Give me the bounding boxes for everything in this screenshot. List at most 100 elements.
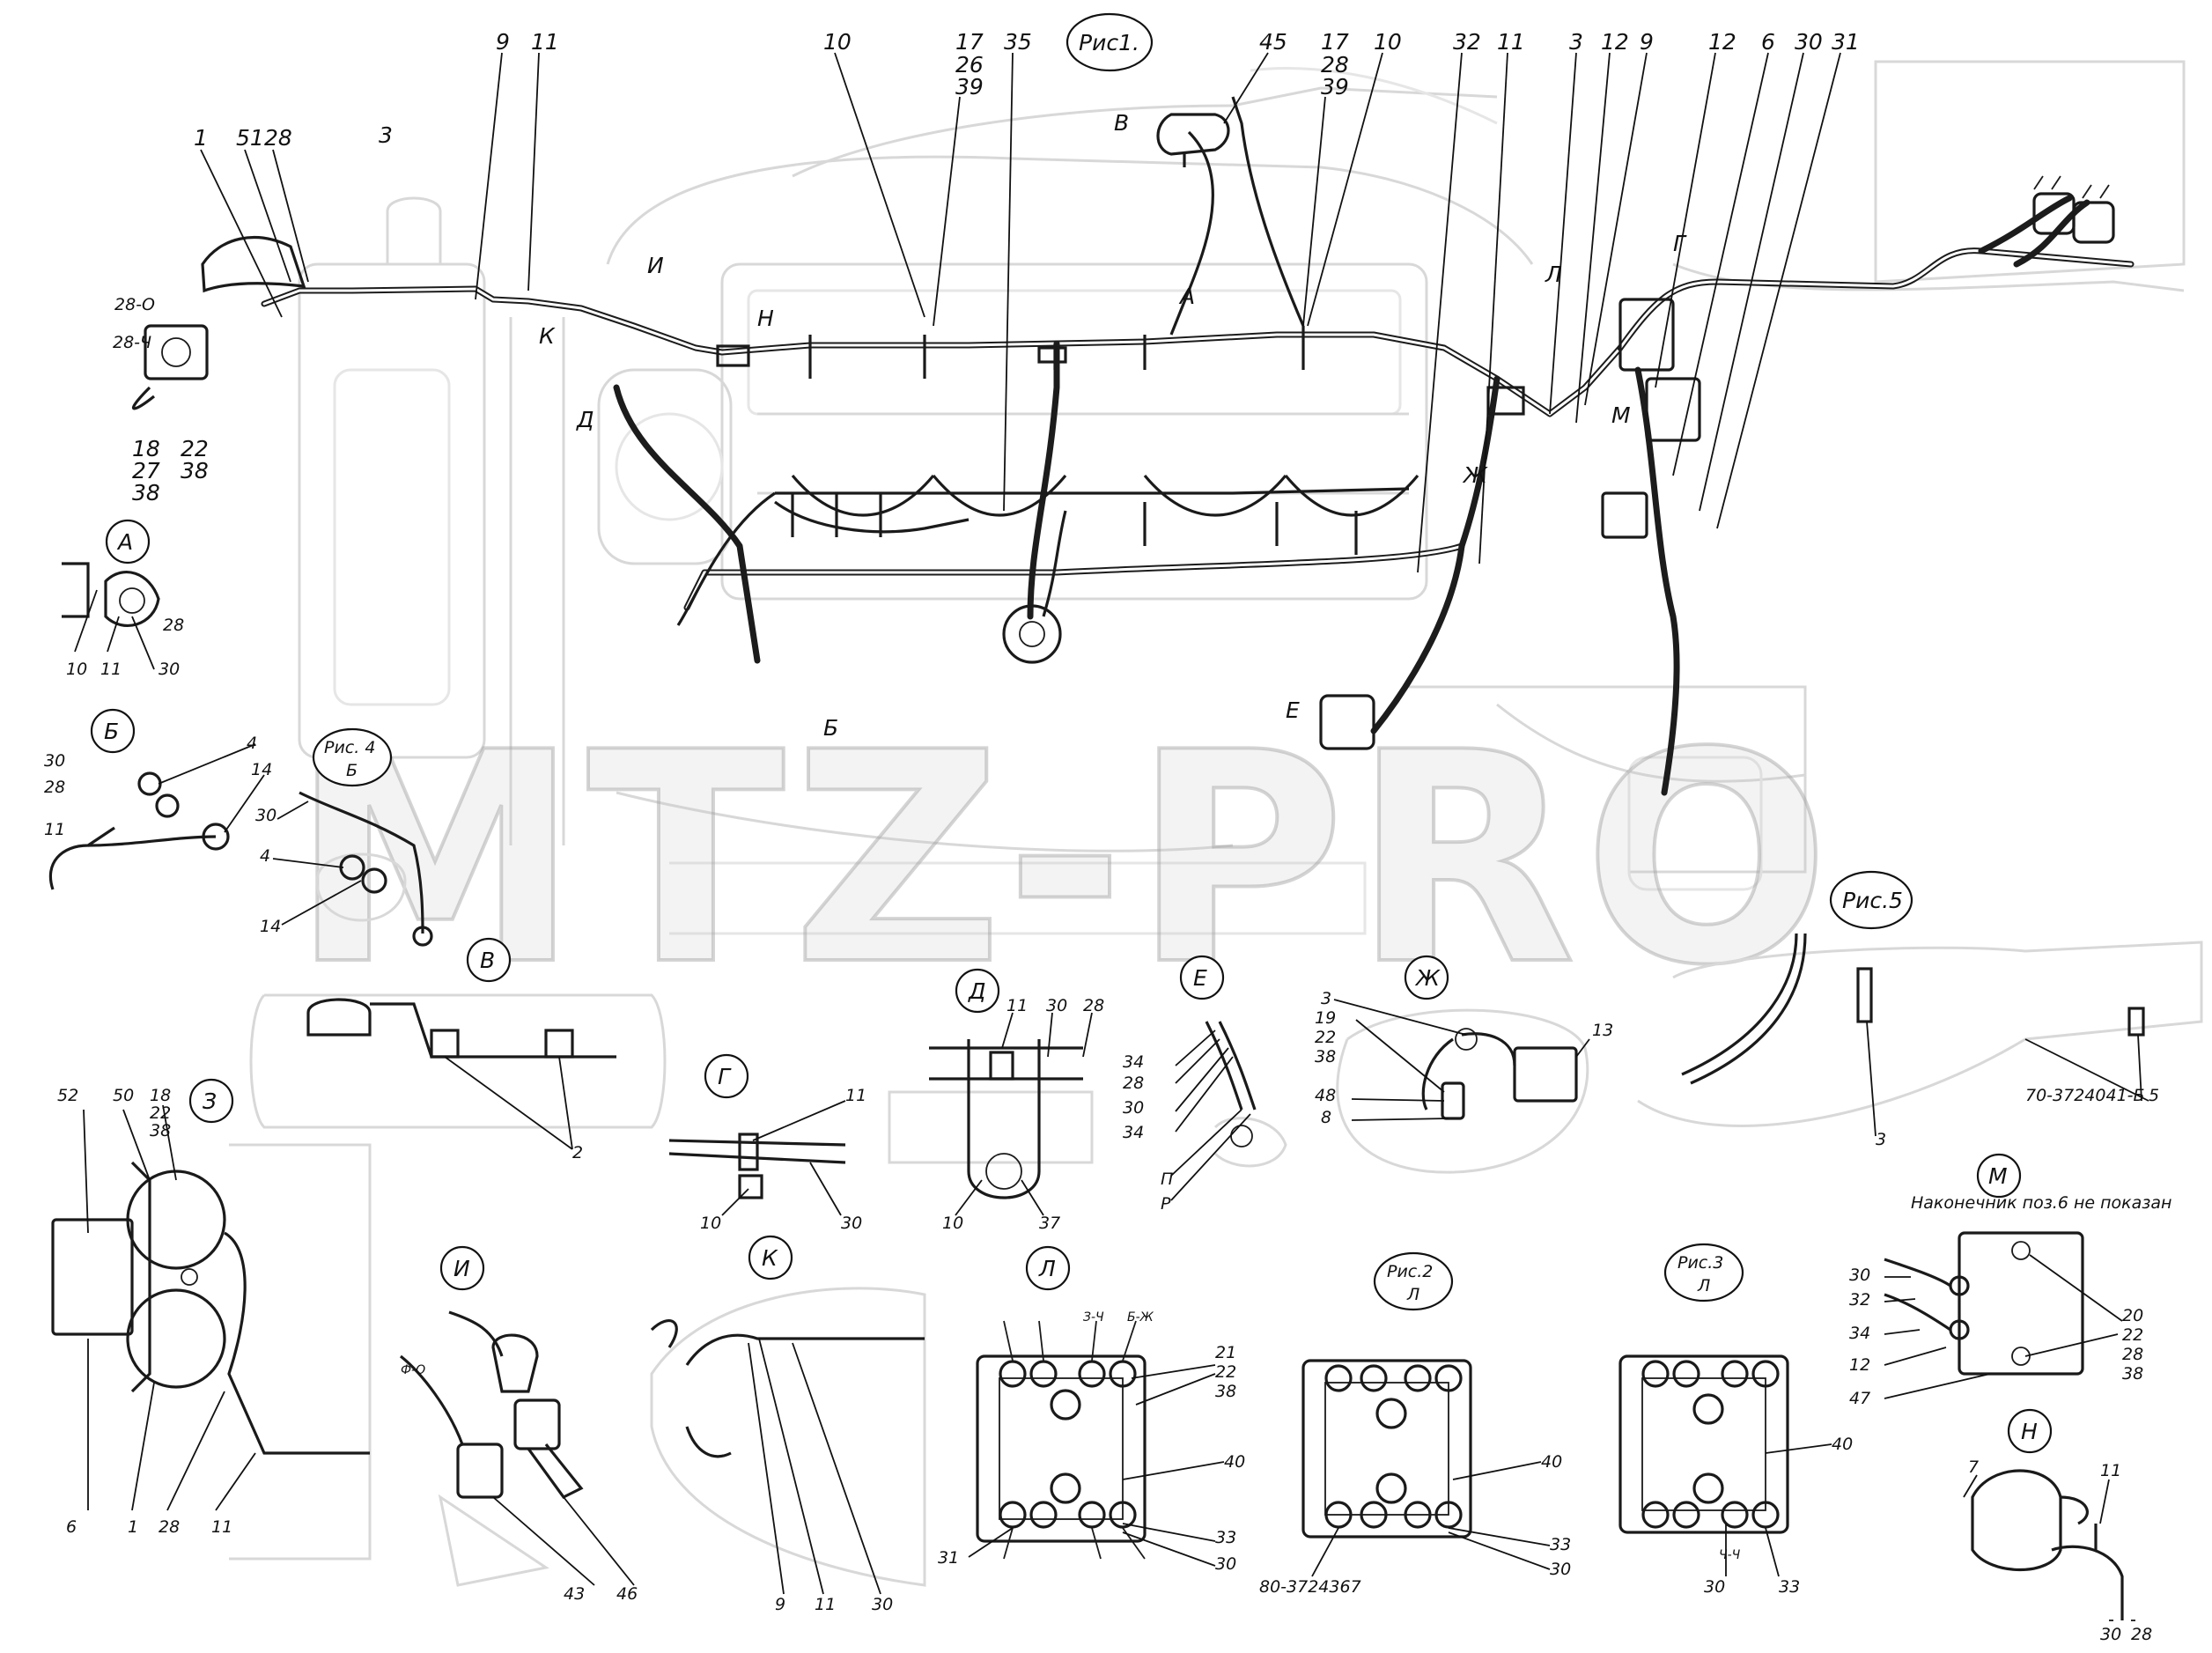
callout-label-views-L: Л xyxy=(1697,1276,1710,1295)
view-arrow-B: Б xyxy=(823,715,838,741)
view-arrow-ZH: Ж xyxy=(1462,462,1488,488)
callout-label-callouts-c30: 30 xyxy=(159,660,180,679)
callout-label-callouts-c38: 38 xyxy=(150,1121,171,1140)
callout-label-callouts-c9: 9 xyxy=(775,1595,785,1614)
figure-3-view: Рис.3 Л 40 30 33 Ч-Ч xyxy=(1618,1243,1853,1597)
callout-label-callouts-c22: 22 xyxy=(150,1103,171,1123)
view-arrow-L: Л xyxy=(1545,262,1562,287)
callout-label-callouts-c30: 30 xyxy=(841,1214,862,1233)
callout-label-views-B: Б xyxy=(104,719,119,744)
callout-1: 1 xyxy=(194,125,208,151)
view-arrow-D: Д xyxy=(576,407,594,432)
view-arrow-A: А xyxy=(1178,284,1195,309)
callout-label-callouts-c30: 30 xyxy=(872,1595,893,1614)
callout-label-callouts-c7: 7 xyxy=(1968,1457,1979,1477)
view-M-note: Наконечник поз.6 не показан xyxy=(1911,1193,2171,1213)
callout-17: 17 xyxy=(955,29,984,55)
callout-label-callouts-c32: 32 xyxy=(1849,1290,1870,1310)
view-I: И Ф-О 43 46 xyxy=(400,1245,638,1604)
callout-label-callouts-c4: 4 xyxy=(260,846,270,866)
main-callouts: 9 11 10 17 26 39 35 45 17 28 39 10 32 11… xyxy=(113,29,1860,741)
callout-label-views-N: Н xyxy=(2021,1419,2038,1444)
callout-label-callouts-c33: 33 xyxy=(1550,1535,1571,1554)
callout-label-callouts-cR: Р xyxy=(1161,1194,1171,1214)
callout-12-top: 12 xyxy=(1601,29,1629,55)
callout-32: 32 xyxy=(1453,29,1481,55)
callout-26: 26 xyxy=(955,52,984,77)
callout-label-wire_marks-w6: Ч-Ч xyxy=(1719,1548,1741,1562)
callout-label-callouts-c13: 13 xyxy=(1592,1021,1613,1040)
watermark-text: MTZ-PRO xyxy=(291,690,1837,1029)
callout-38: 38 xyxy=(132,480,160,505)
figure-4-view: Рис. 4 Б 30 4 14 xyxy=(255,727,433,947)
callout-28-top: 28 xyxy=(1321,52,1349,77)
callout-label-callouts-c11: 11 xyxy=(211,1517,232,1537)
main-harness xyxy=(132,96,2135,796)
callout-label-callouts-c38: 38 xyxy=(1215,1382,1236,1401)
callout-label-views-V: В xyxy=(480,948,495,973)
callout-label-callouts-c38: 38 xyxy=(2122,1364,2143,1384)
callout-label-callouts-c30: 30 xyxy=(44,751,65,771)
callout-label-callouts-c8: 8 xyxy=(1321,1108,1331,1127)
callout-label-views-I: И xyxy=(453,1256,470,1281)
figure-2-view: Рис.2 Л 40 33 30 80-3724367 xyxy=(1259,1251,1571,1597)
callout-label-callouts-c33: 33 xyxy=(1779,1577,1800,1597)
callout-label-callouts-c30: 30 xyxy=(2100,1625,2121,1644)
view-B: Б 4 14 30 28 11 xyxy=(44,708,272,890)
callout-label-figures-fig4: Рис. 4 xyxy=(324,738,375,757)
view-arrow-N: Н xyxy=(757,306,774,331)
callout-label-callouts-c46: 46 xyxy=(616,1584,638,1604)
view-ZH: Ж 3 19 22 38 48 8 13 xyxy=(1315,955,1613,1174)
callout-label-views-M: М xyxy=(1988,1163,2008,1189)
callout-35: 35 xyxy=(1004,29,1032,55)
callout-label-callouts-c4: 4 xyxy=(247,734,257,753)
callout-label-callouts-c37: 37 xyxy=(1039,1214,1060,1233)
figure-5-view: Рис.5 3 70-3724041-Б 5 xyxy=(1637,870,2203,1149)
callout-label-callouts-c40: 40 xyxy=(1224,1452,1245,1472)
callout-label-callouts-c48: 48 xyxy=(1315,1086,1336,1105)
callout-label-callouts-c28: 28 xyxy=(2131,1625,2152,1644)
view-arrow-E: Е xyxy=(1286,697,1300,723)
callout-label-callouts-c30: 30 xyxy=(1849,1266,1870,1285)
callout-11c: 11 xyxy=(1497,29,1525,55)
callout-10: 10 xyxy=(823,29,852,55)
callout-label-callouts-c52: 52 xyxy=(57,1086,78,1105)
callout-label-callouts-c10: 10 xyxy=(942,1214,963,1233)
callout-18: 18 xyxy=(132,436,160,461)
callout-label-callouts-c2: 2 xyxy=(572,1143,583,1162)
callout-label-callouts-c40: 40 xyxy=(1541,1452,1562,1472)
callout-label-wire_marks-w3: Ф-О xyxy=(401,1363,425,1377)
callout-label-callouts-c28: 28 xyxy=(2122,1345,2143,1364)
callout-label-figures-fig3: Рис.3 xyxy=(1677,1253,1723,1273)
view-L: Л Б-Ж З-Ч 21 22 38 40 33 30 31 xyxy=(938,1245,1245,1574)
callout-label-callouts-c21: 21 xyxy=(1215,1343,1236,1362)
callout-label-callouts-c10: 10 xyxy=(700,1214,721,1233)
callout-label-callouts-c11: 11 xyxy=(44,820,65,839)
wire-mark-28-Ch: 28-Ч xyxy=(113,333,151,352)
callout-label-callouts-c28: 28 xyxy=(1083,996,1104,1015)
callout-3-arrow: 3 xyxy=(379,122,393,148)
callout-label-callouts-c28: 28 xyxy=(1123,1074,1144,1093)
callout-28-left: 28 xyxy=(264,125,292,151)
view-arrow-V: В xyxy=(1114,110,1129,136)
callout-label-callouts-c30: 30 xyxy=(1215,1554,1236,1574)
view-Z: З 52 50 18 22 38 6 1 28 11 xyxy=(51,1078,372,1561)
callout-label-callouts-c10: 10 xyxy=(66,660,87,679)
view-arrow-M: М xyxy=(1611,402,1631,428)
callout-label-figures-fig5: Рис.5 xyxy=(1842,888,1903,913)
callout-label-callouts-c20: 20 xyxy=(2122,1306,2143,1325)
callout-30-top: 30 xyxy=(1795,29,1823,55)
callout-12b: 12 xyxy=(1708,29,1736,55)
callout-3-top: 3 xyxy=(1569,29,1583,55)
callout-label-callouts-c34: 34 xyxy=(1123,1123,1144,1142)
callout-label-views-L: Л xyxy=(1038,1256,1056,1281)
callout-label-callouts-c38: 38 xyxy=(1315,1047,1336,1066)
callout-39: 39 xyxy=(955,74,984,100)
callout-label-callouts-c22: 22 xyxy=(1315,1028,1336,1047)
callout-label-callouts-c30: 30 xyxy=(1704,1577,1725,1597)
callout-label-callouts-c43: 43 xyxy=(564,1584,585,1604)
callout-label-callouts-c18: 18 xyxy=(150,1086,171,1105)
callout-38b: 38 xyxy=(181,458,209,483)
callout-label-callouts-c28: 28 xyxy=(159,1517,180,1537)
